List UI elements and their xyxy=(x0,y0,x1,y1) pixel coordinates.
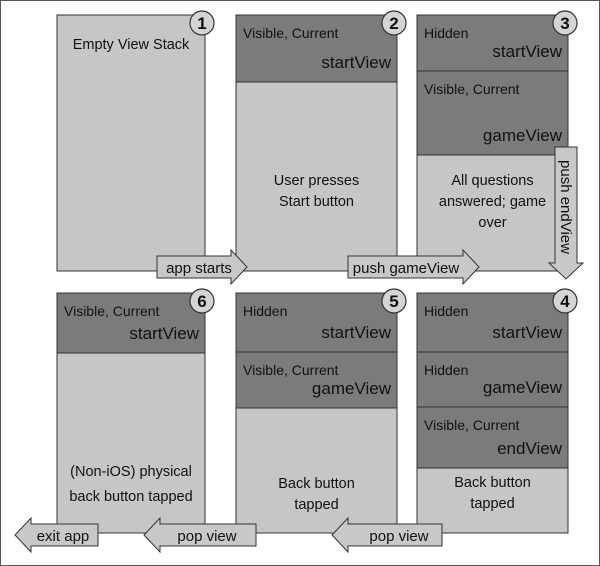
arrow-label: pop view xyxy=(177,528,236,545)
step-number: 2 xyxy=(389,14,398,33)
layer-status: Visible, Current xyxy=(424,81,520,97)
layer-status: Hidden xyxy=(424,25,468,41)
step-badge-2 xyxy=(381,10,407,36)
layer-status: Visible, Current xyxy=(424,417,520,433)
arrow-label: app starts xyxy=(166,260,232,277)
panel-caption: answered; game xyxy=(439,194,546,210)
panel-caption: (Non-iOS) physical xyxy=(70,464,192,480)
stack-layer xyxy=(416,406,569,469)
layer-view-name: gameView xyxy=(312,379,392,398)
panel-caption: Back button xyxy=(454,475,531,491)
arrow-label: push gameView xyxy=(353,260,460,277)
step-badge-6 xyxy=(189,288,215,314)
panel-caption: tapped xyxy=(470,496,514,512)
panel-caption: tapped xyxy=(294,497,338,513)
stack-layer xyxy=(235,351,398,409)
layer-view-name: endView xyxy=(497,439,563,458)
arrow-label: pop view xyxy=(369,528,428,545)
layer-view-name: startView xyxy=(492,323,562,342)
layer-view-name: startView xyxy=(321,323,391,342)
arrow-app-starts xyxy=(156,248,248,286)
arrow-pop-view-1 xyxy=(331,516,443,554)
layer-view-name: startView xyxy=(129,324,199,343)
layer-view-name: startView xyxy=(321,53,391,72)
panel-caption: Empty View Stack xyxy=(73,37,190,53)
step-badge-4 xyxy=(552,288,578,314)
panel-caption: User presses xyxy=(274,173,359,189)
layer-view-name: startView xyxy=(492,42,562,61)
arrow-push-gameview xyxy=(347,248,480,286)
panel-caption: Start button xyxy=(279,194,354,210)
arrow-pop-view-2 xyxy=(143,516,257,554)
arrow-exit-app xyxy=(14,516,99,554)
step-number: 1 xyxy=(197,14,206,33)
stack-layer xyxy=(416,292,569,353)
arrow-label: push endView xyxy=(557,160,574,254)
step-number: 5 xyxy=(389,292,398,311)
panel-caption: over xyxy=(478,215,506,231)
step-badge-1 xyxy=(189,10,215,36)
stack-layer xyxy=(235,14,398,83)
step-number: 6 xyxy=(197,292,206,311)
layer-view-name: gameView xyxy=(483,378,563,397)
layer-status: Hidden xyxy=(424,362,468,378)
step-badge-5 xyxy=(381,288,407,314)
layer-status: Visible, Current xyxy=(243,25,339,41)
arrow-push-endview xyxy=(547,146,585,280)
step-number: 3 xyxy=(560,14,569,33)
stack-layer xyxy=(235,292,398,353)
panel-caption: All questions xyxy=(451,173,533,189)
panel-caption: Back button xyxy=(278,476,355,492)
layer-status: Visible, Current xyxy=(243,362,339,378)
layer-view-name: gameView xyxy=(483,126,563,145)
step-number: 4 xyxy=(560,292,570,311)
layer-status: Visible, Current xyxy=(64,303,160,319)
stack-layer xyxy=(56,292,206,354)
layer-status: Hidden xyxy=(424,303,468,319)
stack-layer xyxy=(416,14,569,72)
stack-layer xyxy=(416,70,569,156)
step-badge-3 xyxy=(552,10,578,36)
panel-caption: back button tapped xyxy=(69,489,192,505)
layer-status: Hidden xyxy=(243,303,287,319)
arrow-label: exit app xyxy=(37,528,90,545)
stack-layer xyxy=(416,351,569,408)
panel-1 xyxy=(56,14,206,272)
